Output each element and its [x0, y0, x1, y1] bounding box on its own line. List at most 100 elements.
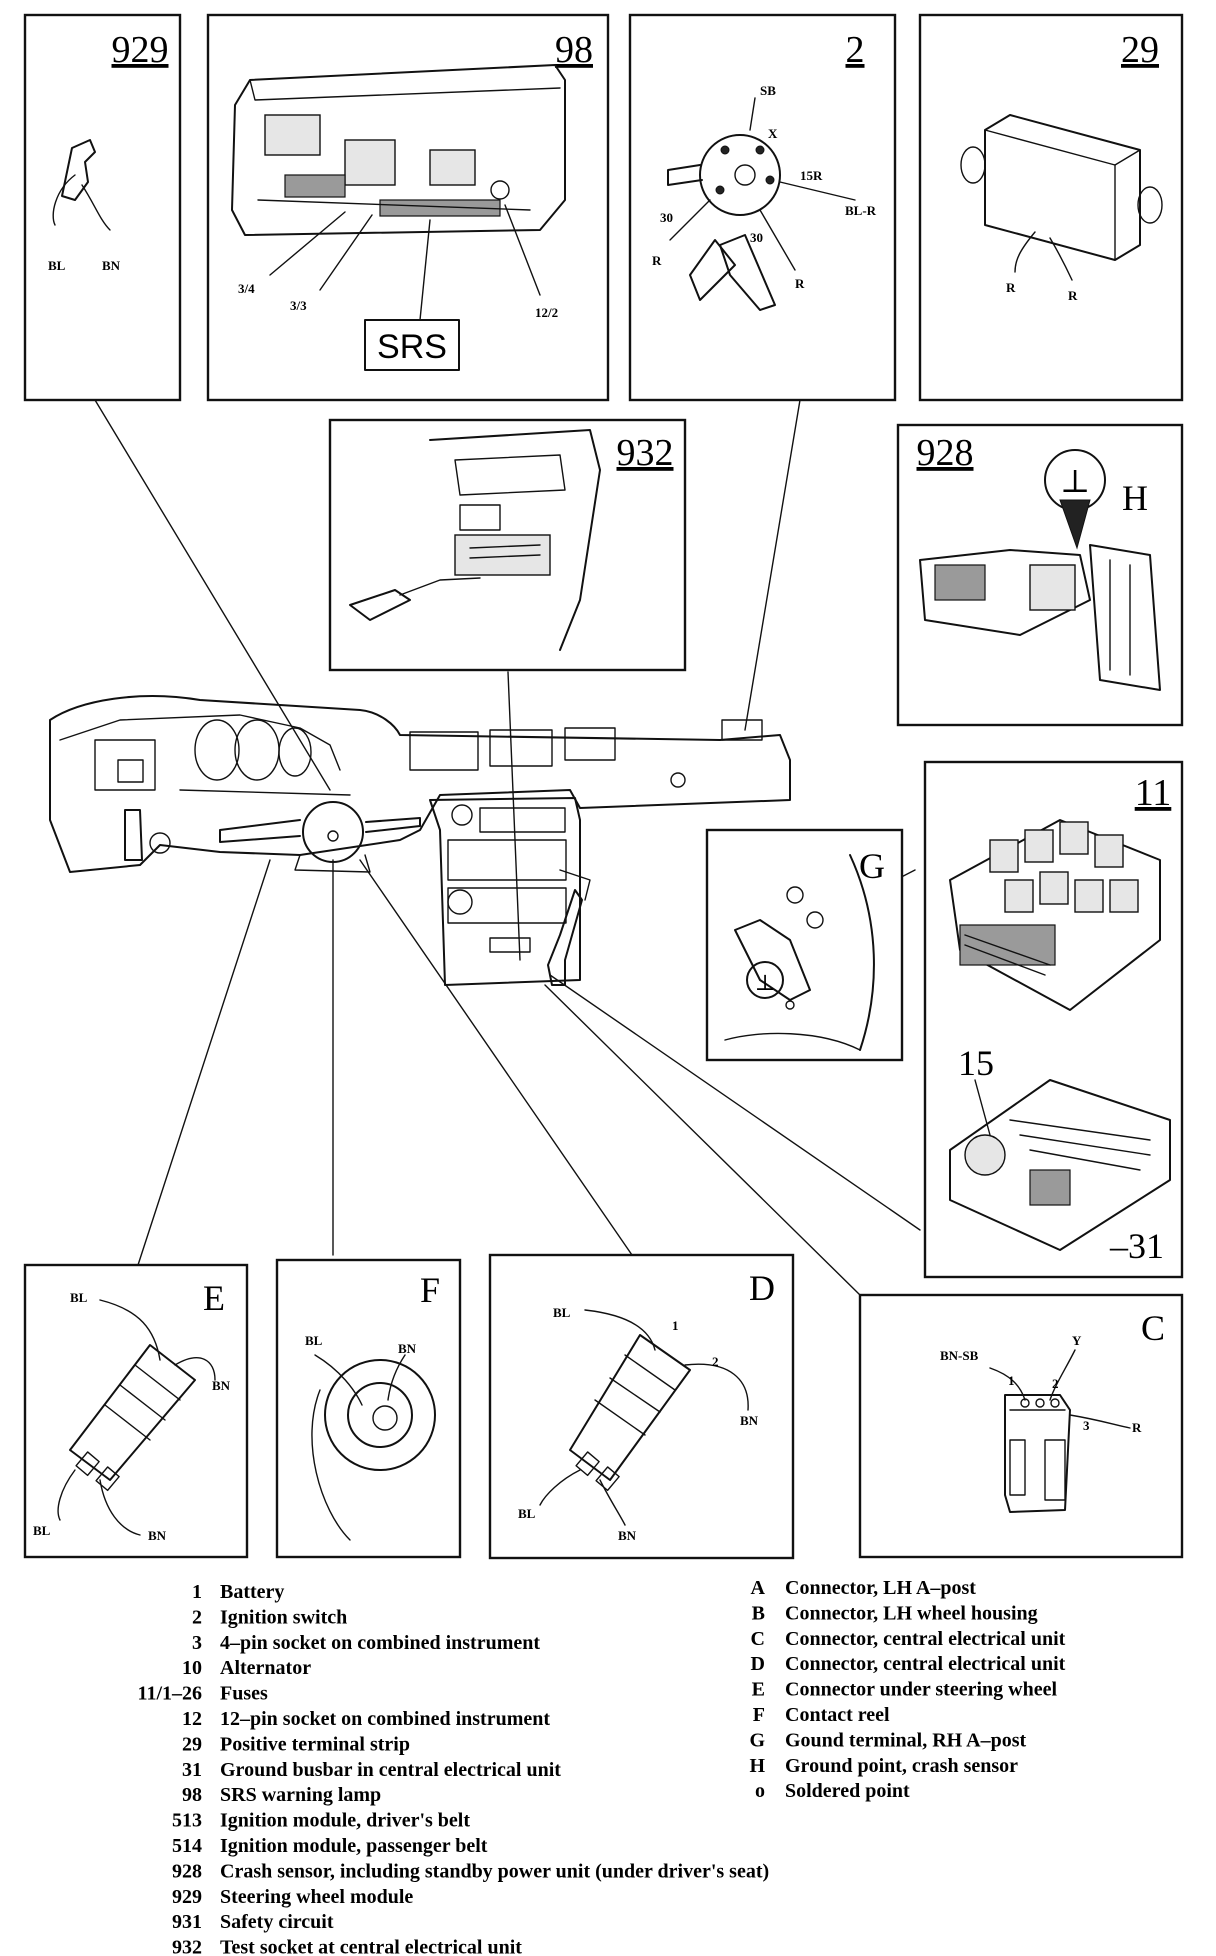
- legend-key: 98: [182, 1784, 202, 1806]
- panel-932-test-socket: 932: [328, 418, 687, 672]
- wire-label: BN: [212, 1378, 231, 1393]
- legend-key: o: [755, 1780, 765, 1802]
- legend-numbered-components: 1 Battery 2 Ignition switch 3 4–pin socket on…: [138, 1581, 770, 1956]
- wire-label: 2: [712, 1354, 719, 1369]
- panel-number: 29: [1121, 29, 1159, 71]
- panel-number: 11: [1135, 772, 1172, 814]
- pin-label: 3/3: [290, 298, 307, 313]
- legend-key: 932: [172, 1937, 202, 1956]
- panel-e-connector-under-steering-wheel: E BL BN BL BN: [23, 1263, 249, 1559]
- srs-label: SRS: [377, 328, 447, 366]
- panel-letter: C: [1141, 1308, 1165, 1348]
- busbar-label: –31: [1109, 1226, 1164, 1266]
- pin-label: 12/2: [535, 305, 558, 320]
- switch-label: R: [652, 253, 662, 268]
- wire-label: BL: [305, 1333, 323, 1348]
- panel-letter: D: [749, 1268, 775, 1308]
- panel-number: 929: [112, 29, 169, 71]
- legend-text: Steering wheel module: [220, 1886, 413, 1908]
- legend-key: 931: [172, 1911, 202, 1933]
- legend-text: Positive terminal strip: [220, 1733, 410, 1755]
- legend-text: Ground busbar in central electrical unit: [220, 1759, 561, 1781]
- legend-key: 29: [182, 1733, 202, 1755]
- dashboard-illustration: [49, 695, 791, 986]
- wire-label: 1: [1008, 1373, 1015, 1388]
- wire-label: Y: [1072, 1333, 1082, 1348]
- switch-label: X: [768, 126, 778, 141]
- legend-text: 4–pin socket on combined instrument: [220, 1632, 540, 1654]
- legend-text: Connector, central electrical unit: [785, 1628, 1066, 1650]
- legend-key: 929: [172, 1886, 202, 1908]
- legend-text: Ignition switch: [220, 1606, 347, 1628]
- switch-label: 30: [750, 230, 763, 245]
- legend-key: H: [749, 1755, 765, 1777]
- wire-label: BN: [148, 1528, 167, 1543]
- legend-key: G: [749, 1729, 765, 1751]
- legend-text: Test socket at central electrical unit: [220, 1937, 522, 1956]
- legend-text: Connector, LH A–post: [785, 1577, 976, 1599]
- legend-key: D: [751, 1653, 765, 1675]
- panel-928-crash-sensor: 928 ⊥ H: [896, 423, 1184, 727]
- legend-text: Soldered point: [785, 1780, 910, 1802]
- panel-g-ground-terminal: G ⊥: [705, 828, 904, 1062]
- fuse-number: 15: [958, 1043, 994, 1083]
- wire-label: BL: [70, 1290, 88, 1305]
- panel-d-connector-central-unit: D BL 1 2 BN BL BN: [488, 1253, 795, 1560]
- wire-label: R: [1006, 280, 1016, 295]
- wire-label: BN: [102, 258, 121, 273]
- pin-label: 3/4: [238, 281, 255, 296]
- legend-key: 1: [192, 1581, 202, 1603]
- ground-symbol: ⊥: [1060, 463, 1090, 499]
- panel-number: 2: [846, 29, 865, 71]
- ground-symbol: ⊥: [755, 970, 776, 995]
- legend-key: 10: [182, 1657, 202, 1679]
- legend-text: Safety circuit: [220, 1911, 334, 1933]
- legend-text: Contact reel: [785, 1704, 890, 1726]
- wire-label: R: [1132, 1420, 1142, 1435]
- legend-key: 31: [182, 1759, 202, 1781]
- legend-key: 11/1–26: [138, 1683, 202, 1705]
- legend-text: Connector, central electrical unit: [785, 1653, 1066, 1675]
- panel-929-steering-wheel-module: 929 BL BN: [23, 13, 182, 402]
- wire-label: BN: [398, 1341, 417, 1356]
- panel-29-positive-terminal-strip: 29 R R: [918, 13, 1184, 402]
- switch-label: 30: [660, 210, 673, 225]
- legend-text: Connector under steering wheel: [785, 1679, 1057, 1701]
- panel-letter: E: [203, 1278, 225, 1318]
- panel-2-ignition-switch: 2 SB X 15R BL-R 30 R 30 R: [628, 13, 897, 402]
- legend-text: Crash sensor, including standby power un…: [220, 1860, 769, 1882]
- legend-text: Battery: [220, 1581, 284, 1603]
- legend-text: 12–pin socket on combined instrument: [220, 1708, 550, 1730]
- switch-label: 15R: [800, 168, 823, 183]
- panel-number: 928: [917, 432, 974, 474]
- legend-key: 2: [192, 1606, 202, 1628]
- legend-key: A: [751, 1577, 766, 1599]
- legend-key: E: [752, 1679, 765, 1701]
- legend-key: 12: [182, 1708, 202, 1730]
- wire-label: 3: [1083, 1418, 1090, 1433]
- wire-label: 2: [1052, 1376, 1059, 1391]
- panel-letter: F: [420, 1270, 440, 1310]
- wire-label: 1: [672, 1318, 679, 1333]
- legend-text: Connector, LH wheel housing: [785, 1602, 1038, 1624]
- wire-label: BN: [618, 1528, 637, 1543]
- legend-key: 513: [172, 1810, 202, 1832]
- panel-98-srs-warning-lamp: 98 3/4 3/3 12/2 SRS: [206, 13, 610, 402]
- legend-text: Ignition module, driver's belt: [220, 1810, 470, 1832]
- panel-letter: G: [859, 846, 885, 886]
- wire-label: BN-SB: [940, 1348, 979, 1363]
- legend-key: 3: [192, 1632, 202, 1654]
- leader-lines: [94, 399, 921, 1296]
- legend-key: 928: [172, 1860, 202, 1882]
- switch-label: R: [795, 276, 805, 291]
- panel-11-central-electrical-unit: 11 15 –31: [923, 760, 1184, 1279]
- wire-label: BL: [33, 1523, 51, 1538]
- panel-f-contact-reel: F BL BN: [275, 1258, 462, 1559]
- switch-label: SB: [760, 83, 776, 98]
- legend-key: B: [752, 1602, 765, 1624]
- wire-label: BL: [48, 258, 66, 273]
- legend-text: Alternator: [220, 1657, 311, 1679]
- legend-text: SRS warning lamp: [220, 1784, 381, 1806]
